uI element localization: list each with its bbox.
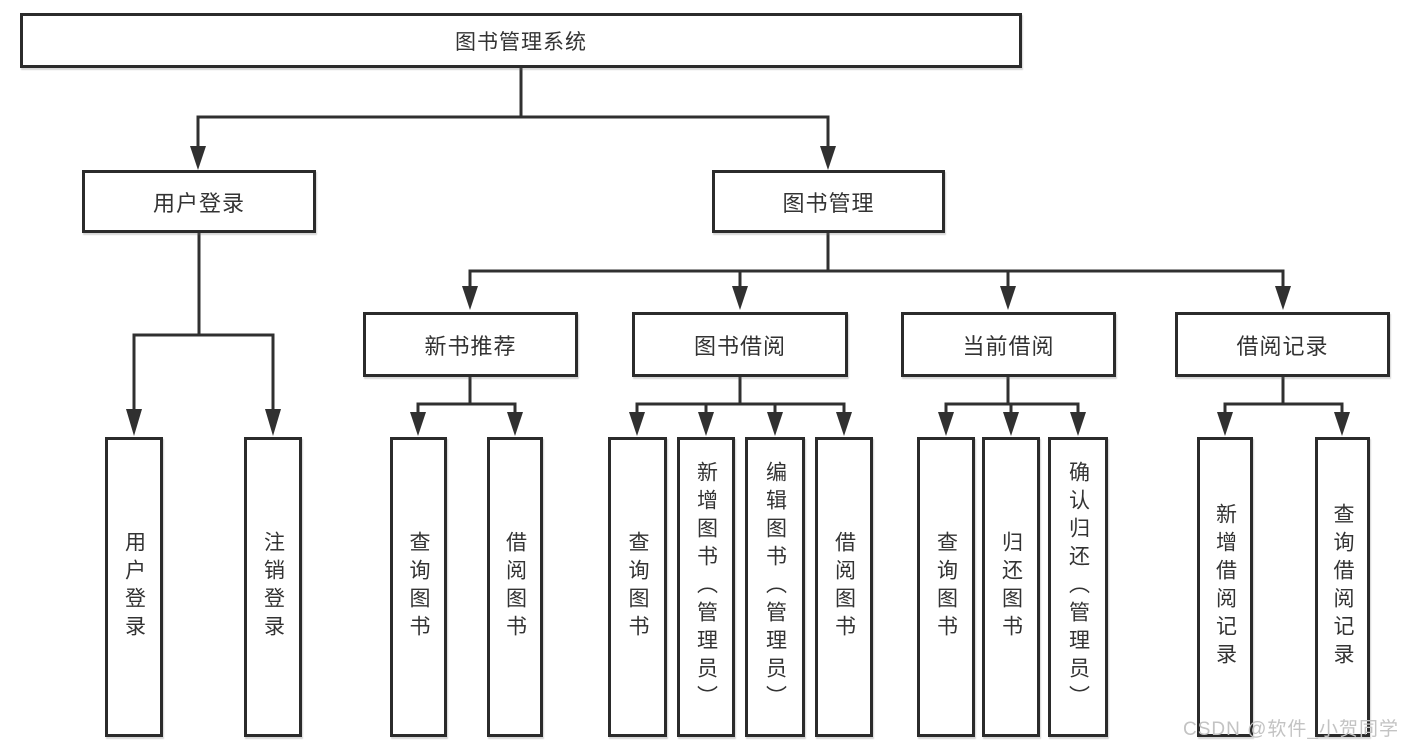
node-leaf-query-books-borrowing: 查询图书 <box>608 437 667 737</box>
node-label: 查询借阅记录 <box>1331 503 1354 671</box>
node-leaf-query-books-recommend: 查询图书 <box>390 437 447 737</box>
node-borrow-records: 借阅记录 <box>1175 312 1390 377</box>
csdn-watermark: CSDN @软件_小贺同学 <box>1183 719 1399 740</box>
node-label: 借阅图书 <box>503 531 527 643</box>
node-label: 注销登录 <box>261 531 285 643</box>
node-leaf-add-book-admin: 新增图书（管理员） <box>677 437 735 737</box>
node-label: 用户登录 <box>122 531 146 643</box>
node-label: 新书推荐 <box>424 333 517 359</box>
node-leaf-borrow-book-recommend: 借阅图书 <box>487 437 543 737</box>
node-label: 图书管理 <box>782 190 875 216</box>
node-label: 编辑图书（管理员） <box>763 461 787 713</box>
node-label: 查询图书 <box>626 531 649 643</box>
node-label: 借阅记录 <box>1236 333 1329 359</box>
node-label: 用户登录 <box>152 190 245 216</box>
node-new-book-recommend: 新书推荐 <box>363 312 578 377</box>
node-label: 查询图书 <box>407 531 430 643</box>
node-root-library-system: 图书管理系统 <box>20 13 1022 68</box>
node-leaf-return-book: 归还图书 <box>982 437 1040 737</box>
node-label: 图书借阅 <box>693 333 786 359</box>
node-leaf-logout: 注销登录 <box>244 437 302 737</box>
node-leaf-add-borrow-record: 新增借阅记录 <box>1197 437 1253 737</box>
node-leaf-edit-book-admin: 编辑图书（管理员） <box>745 437 805 737</box>
node-book-borrowing: 图书借阅 <box>632 312 848 377</box>
node-label: 借阅图书 <box>832 531 856 643</box>
node-label: 当前借阅 <box>962 333 1055 359</box>
node-label: 新增借阅记录 <box>1213 503 1237 671</box>
arrowheads <box>126 146 1350 436</box>
node-root-label: 图书管理系统 <box>455 30 587 54</box>
node-label: 归还图书 <box>999 531 1023 643</box>
node-book-management-branch: 图书管理 <box>712 170 945 233</box>
node-leaf-user-login: 用户登录 <box>105 437 163 737</box>
node-leaf-confirm-return-admin: 确认归还（管理员） <box>1048 437 1108 737</box>
node-leaf-query-books-current: 查询图书 <box>917 437 975 737</box>
node-label: 查询图书 <box>934 531 958 643</box>
node-leaf-query-borrow-record: 查询借阅记录 <box>1315 437 1370 737</box>
node-leaf-borrow-book: 借阅图书 <box>815 437 873 737</box>
node-label: 新增图书（管理员） <box>694 461 718 713</box>
node-current-borrowing: 当前借阅 <box>901 312 1116 377</box>
node-user-login-branch: 用户登录 <box>82 170 316 233</box>
node-label: 确认归还（管理员） <box>1066 461 1090 713</box>
